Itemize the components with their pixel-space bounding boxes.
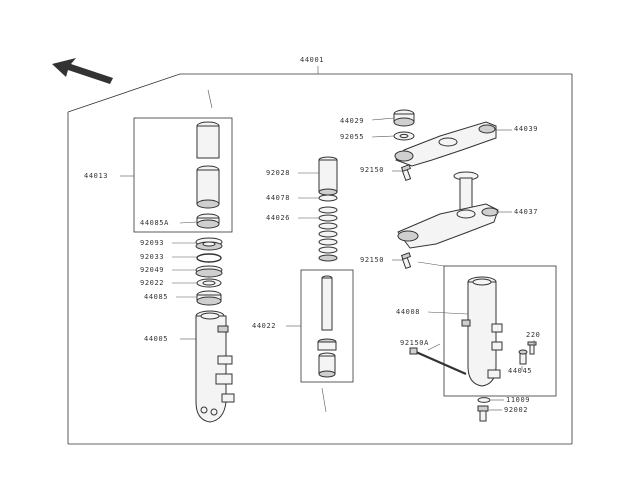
spacer-92028-part (318, 156, 338, 196)
steering-stem-part (397, 171, 499, 249)
label-92150-upper: 92150 (360, 166, 384, 174)
label-92033: 92033 (140, 253, 164, 261)
label-44008: 44008 (396, 308, 420, 316)
cap-nut-part (393, 109, 415, 127)
front-arrow-icon (52, 58, 113, 84)
label-44078: 44078 (266, 194, 290, 202)
bushing-44085-part (196, 290, 222, 306)
label-44045: 44045 (508, 367, 532, 375)
label-92028: 92028 (266, 169, 290, 177)
label-220: 220 (526, 331, 540, 339)
washer-92022-part (196, 278, 222, 288)
label-44085A: 44085A (140, 219, 169, 227)
circlip-92033-part (196, 253, 222, 263)
label-92150-lower: 92150 (360, 256, 384, 264)
oil-seal-92093-part (195, 237, 223, 251)
label-44029: 44029 (340, 117, 364, 125)
assembly-frame (67, 66, 573, 445)
label-11009: 11009 (506, 396, 530, 404)
spring-44026-part (318, 206, 338, 262)
gasket-11009-part (477, 397, 491, 403)
top-bridge-part (394, 121, 497, 167)
bolt-92150-lower-part (400, 252, 412, 270)
bolt-92150a-part (409, 347, 467, 376)
damper-rod-part (317, 275, 337, 378)
outer-tube-right-part (461, 276, 503, 387)
inner-tube-part (196, 121, 220, 209)
label-44005: 44005 (144, 335, 168, 343)
inner-tube-box (133, 117, 233, 233)
label-92055: 92055 (340, 133, 364, 141)
label-92002: 92002 (504, 406, 528, 414)
label-44039: 44039 (514, 125, 538, 133)
bushing-44085a-part (196, 213, 220, 229)
label-92049: 92049 (140, 266, 164, 274)
outer-tube-left-part (195, 310, 235, 423)
label-92150A: 92150A (400, 339, 429, 347)
label-44026: 44026 (266, 214, 290, 222)
dust-seal-92049-part (195, 265, 223, 278)
bolt-44045-part (518, 349, 528, 365)
washer-44078-part (318, 194, 338, 202)
label-92093: 92093 (140, 239, 164, 247)
label-44022: 44022 (252, 322, 276, 330)
washer-92055-part (393, 131, 415, 141)
label-44013: 44013 (84, 172, 108, 180)
label-44001: 44001 (300, 56, 324, 64)
bolt-92002-part (477, 405, 489, 422)
outer-tube-right-box (443, 265, 557, 397)
label-44037: 44037 (514, 208, 538, 216)
bolt-220-part (527, 341, 537, 355)
label-92022: 92022 (140, 279, 164, 287)
label-44085: 44085 (144, 293, 168, 301)
bolt-92150-upper-part (400, 164, 412, 182)
